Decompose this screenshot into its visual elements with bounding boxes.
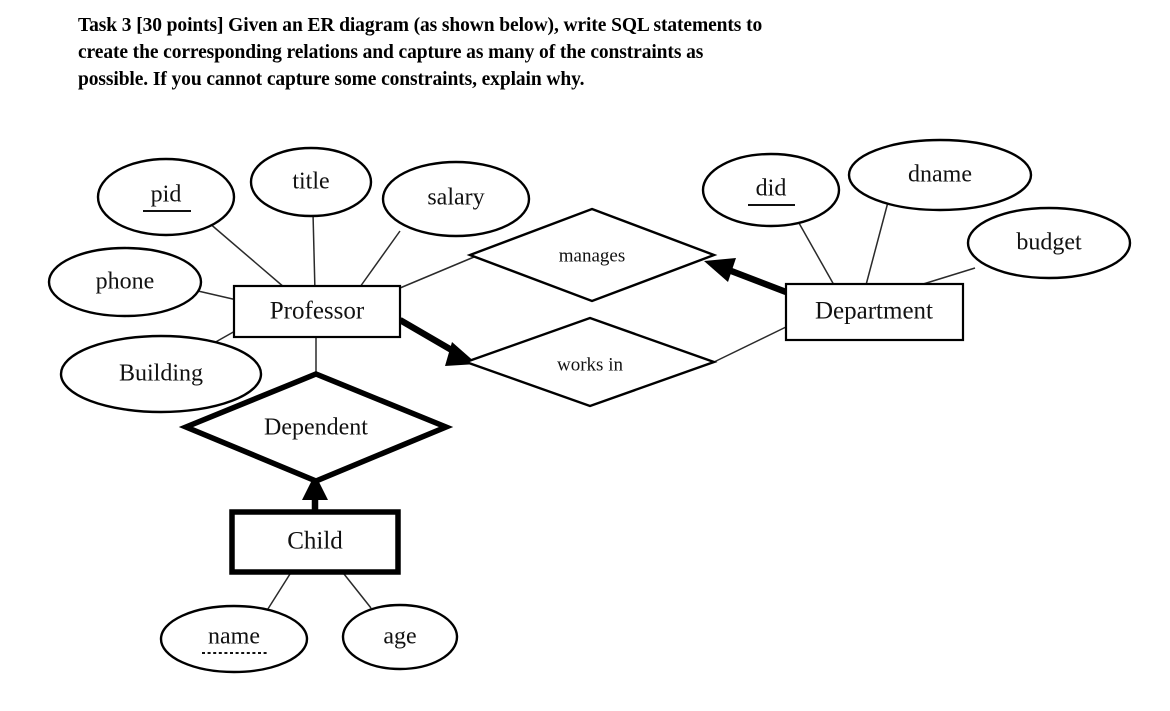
manages-label: manages — [559, 245, 625, 266]
edge-pid-professor — [207, 221, 286, 289]
attribute-dname[interactable]: dname — [847, 138, 1033, 212]
pid-label: pid — [151, 182, 182, 208]
department-box[interactable] — [784, 282, 965, 342]
attribute-name[interactable]: name — [159, 604, 309, 674]
entity-child[interactable]: Child — [229, 509, 401, 575]
edge-salary-professor — [359, 230, 401, 288]
prompt-line-1: Task 3 [30 points] Given an ER diagram (… — [78, 15, 763, 36]
relationship-works-in[interactable]: works in — [462, 316, 718, 408]
relationship-manages[interactable]: manages — [466, 207, 718, 303]
task-prompt: Task 3 [30 points] Given an ER diagram (… — [78, 12, 878, 93]
edge-name-child — [265, 573, 291, 613]
edge-age-child — [343, 573, 372, 609]
prompt-line-2: create the corresponding relations and c… — [78, 42, 704, 63]
dname-ellipse[interactable] — [847, 138, 1033, 212]
edge-department-manages-arrowhead — [704, 258, 736, 282]
attribute-did[interactable]: did — [701, 152, 841, 228]
attribute-age[interactable]: age — [341, 603, 459, 671]
entity-professor[interactable]: Professor — [232, 284, 402, 339]
dname-label: dname — [908, 162, 972, 188]
edge-budget-department — [919, 267, 976, 286]
edge-child-dependent-arrowhead — [302, 474, 328, 500]
attribute-title[interactable]: title — [249, 146, 373, 218]
title-label: title — [292, 169, 329, 195]
edge-dname-department — [865, 201, 889, 286]
manages-diamond[interactable] — [466, 207, 718, 303]
entity-department[interactable]: Department — [784, 282, 965, 342]
connector-lines — [197, 201, 976, 613]
professor-label: Professor — [270, 298, 365, 325]
child-box[interactable] — [229, 509, 401, 575]
budget-ellipse[interactable] — [966, 206, 1132, 280]
building-label: Building — [119, 361, 203, 387]
phone-ellipse[interactable] — [47, 246, 203, 318]
age-ellipse[interactable] — [341, 603, 459, 671]
edge-department-manages-line — [724, 265, 788, 296]
dependent-label: Dependent — [264, 415, 368, 441]
relationship-dependent[interactable]: Dependent — [178, 371, 454, 484]
works-in-label: works in — [557, 354, 623, 375]
attribute-pid[interactable]: pid — [96, 157, 236, 237]
phone-label: phone — [96, 269, 155, 295]
edge-title-professor — [312, 212, 316, 293]
professor-box[interactable] — [232, 284, 402, 339]
title-ellipse[interactable] — [249, 146, 373, 218]
child-label: Child — [287, 528, 343, 555]
attribute-building[interactable]: Building — [59, 334, 263, 414]
salary-ellipse[interactable] — [381, 160, 531, 238]
attribute-budget[interactable]: budget — [966, 206, 1132, 280]
edge-professor-worksin-line — [398, 317, 457, 355]
did-ellipse[interactable] — [701, 152, 841, 228]
building-ellipse[interactable] — [59, 334, 263, 414]
attribute-phone[interactable]: phone — [47, 246, 203, 318]
edge-department-worksin — [713, 326, 787, 363]
department-label: Department — [815, 298, 933, 325]
name-ellipse[interactable] — [159, 604, 309, 674]
works-in-diamond[interactable] — [462, 316, 718, 408]
pid-ellipse[interactable] — [96, 157, 236, 237]
edge-phone-professor — [197, 290, 238, 301]
budget-label: budget — [1016, 230, 1082, 256]
thick-arrow-edges — [302, 258, 788, 511]
edge-did-department — [794, 215, 835, 286]
age-label: age — [383, 624, 416, 650]
dependent-diamond[interactable] — [178, 371, 454, 484]
prompt-line-3: possible. If you cannot capture some con… — [78, 69, 585, 90]
did-label: did — [756, 176, 787, 202]
attribute-salary[interactable]: salary — [381, 160, 531, 238]
salary-label: salary — [427, 185, 484, 211]
edge-professor-manages — [399, 256, 475, 289]
name-label: name — [208, 624, 260, 650]
